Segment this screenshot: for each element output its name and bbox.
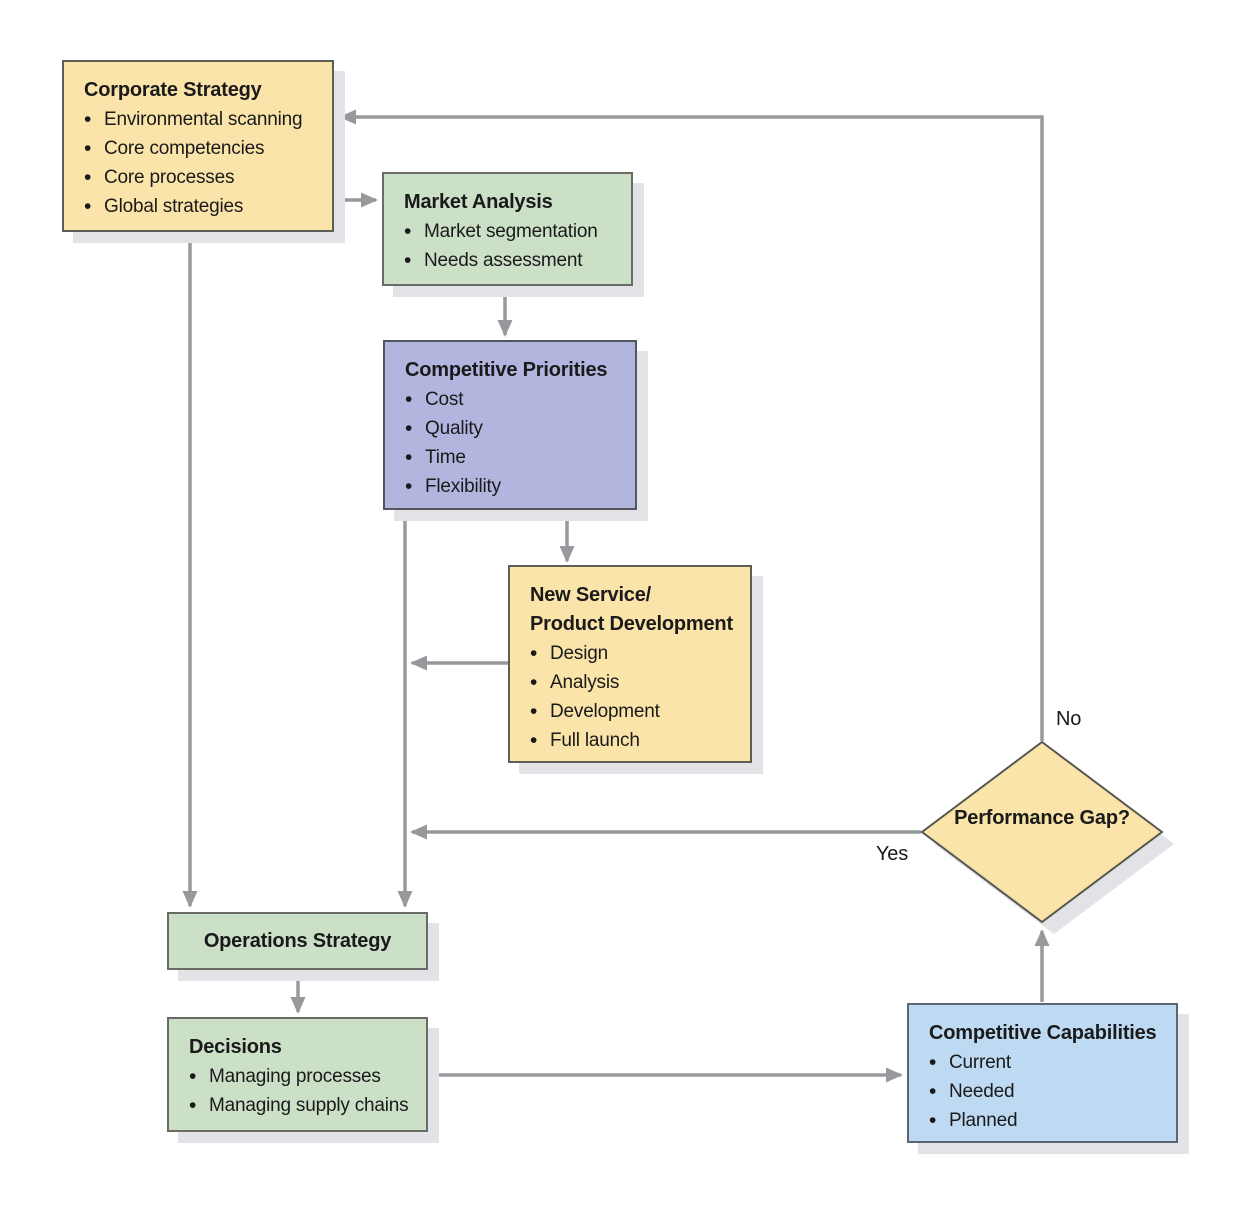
edge-no-feedback-to-corporate (339, 109, 1044, 741)
node-title: Corporate Strategy (84, 79, 262, 101)
node-competitive-priorities: Competitive Priorities Cost Quality Time… (383, 340, 637, 510)
node-new-service-product-development: New Service/ Product Development Design … (508, 565, 752, 763)
node-title: New Service/ (530, 584, 652, 606)
bullet-item: Managing processes (189, 1062, 416, 1091)
node-corporate-strategy: Corporate Strategy Environmental scannin… (62, 60, 334, 232)
bullet-item: Cost (405, 385, 625, 414)
bullet-item: Market segmentation (404, 217, 621, 246)
performance-gap-diamond (920, 740, 1164, 924)
node-title: Market Analysis (404, 191, 553, 213)
node-decisions: Decisions Managing processes Managing su… (167, 1017, 428, 1132)
bullet-item: Time (405, 443, 625, 472)
label-yes: Yes (876, 843, 909, 865)
node-title: Decisions (189, 1036, 282, 1058)
bullet-item: Full launch (530, 726, 740, 755)
bullet-list: Environmental scanning Core competencies… (84, 105, 322, 221)
bullet-item: Design (530, 639, 740, 668)
node-title: Operations Strategy (203, 929, 392, 952)
bullet-item: Planned (929, 1106, 1166, 1135)
bullet-item: Global strategies (84, 192, 322, 221)
bullet-list: Current Needed Planned (929, 1048, 1166, 1135)
label-no: No (1056, 708, 1082, 730)
node-market-analysis: Market Analysis Market segmentation Need… (382, 172, 633, 286)
node-title: Competitive Priorities (405, 359, 608, 381)
bullet-item: Quality (405, 414, 625, 443)
bullet-item: Development (530, 697, 740, 726)
bullet-list: Design Analysis Development Full launch (530, 639, 740, 755)
node-operations-strategy: Operations Strategy (167, 912, 428, 970)
node-title: Product Development (530, 613, 733, 635)
bullet-list: Market segmentation Needs assessment (404, 217, 621, 275)
bullet-list: Cost Quality Time Flexibility (405, 385, 625, 501)
bullet-item: Needs assessment (404, 246, 621, 275)
bullet-item: Flexibility (405, 472, 625, 501)
node-performance-gap-label: Performance Gap? (954, 807, 1130, 829)
bullet-item: Core processes (84, 163, 322, 192)
bullet-item: Managing supply chains (189, 1091, 416, 1120)
bullet-item: Needed (929, 1077, 1166, 1106)
bullet-list: Managing processes Managing supply chain… (189, 1062, 416, 1120)
node-title: Competitive Capabilities (929, 1022, 1157, 1044)
bullet-item: Environmental scanning (84, 105, 322, 134)
bullet-item: Current (929, 1048, 1166, 1077)
bullet-item: Core competencies (84, 134, 322, 163)
bullet-item: Analysis (530, 668, 740, 697)
node-competitive-capabilities: Competitive Capabilities Current Needed … (907, 1003, 1178, 1143)
